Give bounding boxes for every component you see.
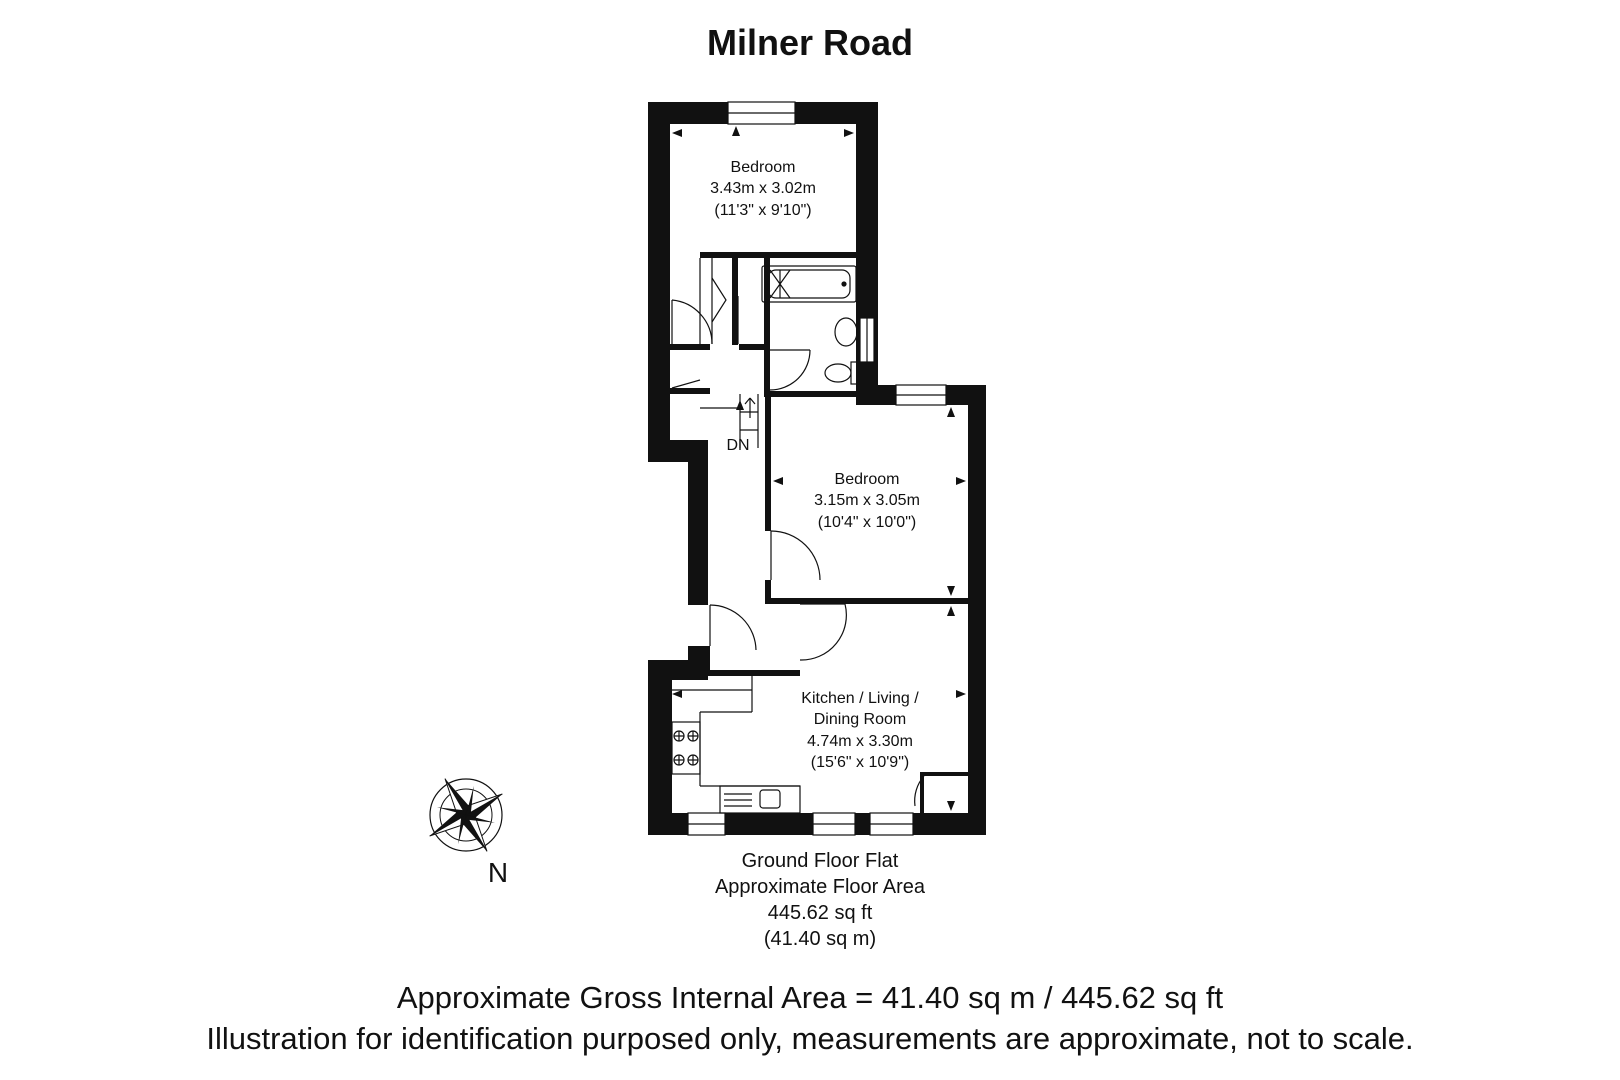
sink-icon bbox=[834, 317, 858, 347]
outer-walls bbox=[648, 102, 986, 835]
page-title: Milner Road bbox=[706, 22, 913, 63]
kitchen-sink-icon bbox=[719, 785, 801, 814]
bathroom-fixtures bbox=[761, 265, 860, 385]
svg-text:3.15m x 3.05m: 3.15m x 3.05m bbox=[814, 492, 920, 509]
dimension-arrows bbox=[672, 126, 966, 811]
svg-text:(10'4" x 10'0"): (10'4" x 10'0") bbox=[818, 514, 916, 531]
floor-area-sqft: 445.62 sq ft bbox=[767, 902, 873, 924]
svg-text:Kitchen / Living /: Kitchen / Living / bbox=[801, 690, 919, 707]
room-label-bedroom-1: Bedroom 3.43m x 3.02m (11'3" x 9'10") bbox=[710, 159, 816, 219]
floor-area-label: Approximate Floor Area bbox=[714, 876, 926, 898]
compass-icon bbox=[429, 778, 503, 852]
room-label-kitchen: Kitchen / Living / Dining Room 4.74m x 3… bbox=[801, 690, 919, 771]
svg-text:3.43m x 3.02m: 3.43m x 3.02m bbox=[710, 180, 816, 197]
svg-text:(11'3" x 9'10"): (11'3" x 9'10") bbox=[714, 202, 811, 219]
bathtub-icon bbox=[761, 265, 857, 303]
toilet-icon bbox=[824, 363, 852, 383]
hob-icon bbox=[671, 721, 701, 775]
svg-text:Bedroom: Bedroom bbox=[731, 159, 796, 176]
stairs-label: DN bbox=[726, 437, 749, 454]
disclaimer: Illustration for identification purposed… bbox=[206, 1021, 1414, 1056]
compass-north-label: N bbox=[488, 857, 508, 888]
door-swings bbox=[671, 299, 925, 807]
floor-name: Ground Floor Flat bbox=[741, 850, 899, 872]
svg-text:Bedroom: Bedroom bbox=[835, 471, 900, 488]
windows bbox=[687, 101, 947, 836]
floor-area-caption: Ground Floor Flat Approximate Floor Area… bbox=[560, 848, 1080, 952]
svg-text:Dining Room: Dining Room bbox=[814, 711, 906, 728]
svg-text:(15'6" x 10'9"): (15'6" x 10'9") bbox=[811, 754, 909, 771]
floor-area-sqm: (41.40 sq m) bbox=[763, 928, 877, 950]
cupboard-fixtures bbox=[699, 258, 759, 448]
kitchen-fixtures bbox=[671, 676, 801, 814]
room-label-bedroom-2: Bedroom 3.15m x 3.05m (10'4" x 10'0") bbox=[814, 471, 920, 531]
internal-walls bbox=[670, 252, 975, 816]
svg-text:4.74m x 3.30m: 4.74m x 3.30m bbox=[807, 733, 913, 750]
gross-internal-area: Approximate Gross Internal Area = 41.40 … bbox=[396, 980, 1224, 1015]
